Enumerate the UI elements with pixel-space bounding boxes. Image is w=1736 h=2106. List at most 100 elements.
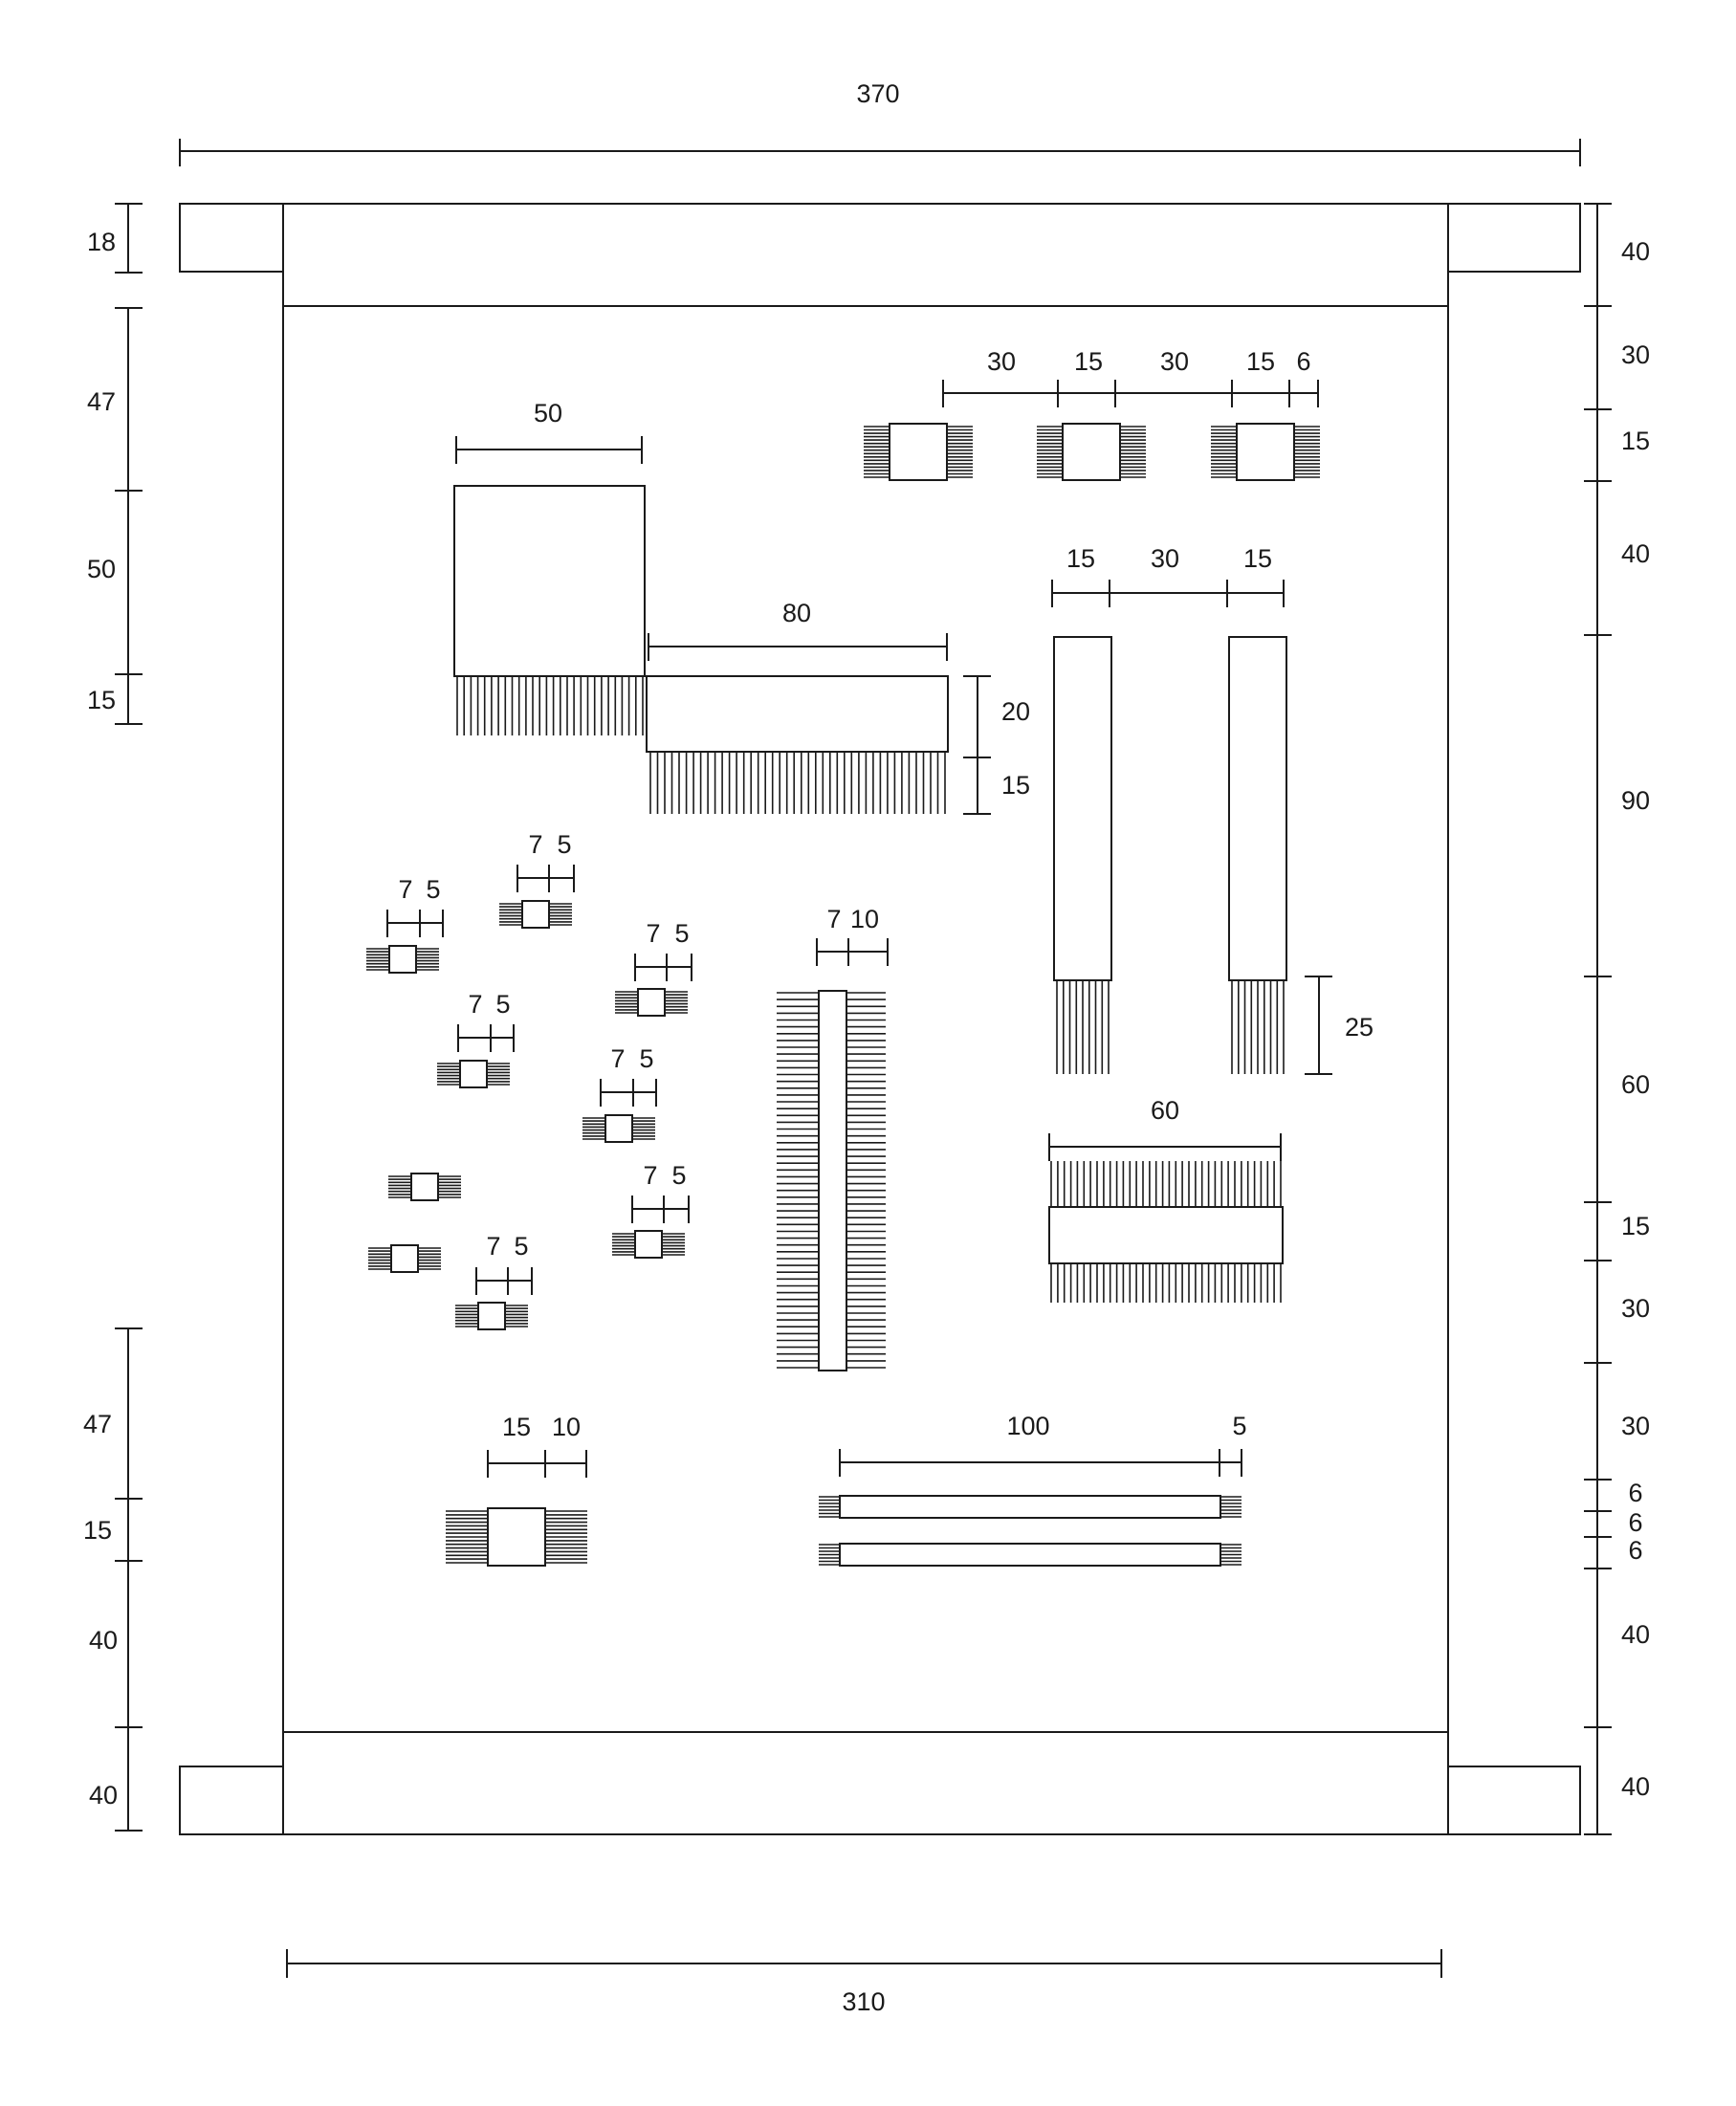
pin-strip-body — [818, 990, 847, 1371]
tab-top-right — [1447, 203, 1581, 273]
rail-upper-body — [839, 1495, 1221, 1519]
dim-connector — [1048, 1133, 1282, 1161]
label-right-1: 40 — [1621, 237, 1650, 266]
tall-chip-right-body — [1228, 636, 1287, 981]
label-right-5: 90 — [1621, 786, 1650, 815]
label-right-4: 40 — [1621, 539, 1650, 568]
label-small-1-body: 7 — [528, 830, 542, 859]
dim-small-9 — [475, 1267, 533, 1295]
dim-large-chip — [455, 436, 643, 464]
label-rail-length: 100 — [1006, 1412, 1049, 1440]
small-chip-1-body — [521, 900, 550, 929]
wide-chip-body — [646, 675, 949, 753]
dim-inner-width — [286, 1949, 1442, 1978]
dim-right-chain — [1584, 203, 1612, 1835]
label-small-5-body: 7 — [610, 1044, 625, 1073]
dim-overall-width — [179, 139, 1581, 166]
label-left-2: 50 — [87, 555, 116, 583]
top-chip-3-body — [1236, 423, 1295, 481]
tab-bottom-left — [179, 1766, 284, 1835]
large-chip-body — [453, 485, 646, 677]
small-chip-7-body — [634, 1230, 663, 1259]
label-right-2: 30 — [1621, 340, 1650, 369]
label-connector-width: 60 — [1151, 1096, 1179, 1125]
label-tall-pins: 25 — [1345, 1013, 1373, 1042]
label-inner-width: 310 — [842, 1987, 885, 2016]
label-chip-row-gap-b: 30 — [1160, 347, 1189, 376]
component-pins — [366, 426, 1320, 1566]
label-small-3-body: 7 — [646, 919, 660, 948]
label-wide-chip-pins: 15 — [1001, 771, 1030, 800]
label-small-9-body: 7 — [486, 1232, 500, 1261]
label-small-7-pin: 5 — [671, 1161, 686, 1190]
label-rail-end: 5 — [1232, 1412, 1246, 1440]
label-chip-row-gap-a: 30 — [987, 347, 1016, 376]
label-right-6: 60 — [1621, 1070, 1650, 1099]
dim-small-2 — [386, 910, 444, 937]
dim-pin-strip — [816, 938, 889, 966]
label-chip-row-pin: 6 — [1296, 347, 1310, 376]
dim-qfp — [487, 1450, 587, 1478]
label-wide-chip-width: 80 — [782, 599, 811, 627]
label-left-4: 47 — [83, 1410, 112, 1438]
dim-wide-chip-height — [963, 675, 991, 815]
label-chip-row-w-b: 15 — [1246, 347, 1275, 376]
dim-tall-pair — [1051, 580, 1285, 607]
tall-chip-left-body — [1053, 636, 1112, 981]
dim-left-upper-chain — [115, 307, 143, 725]
label-big-chip-width: 50 — [534, 399, 562, 428]
dim-left-top — [115, 203, 143, 274]
dim-small-3 — [634, 954, 692, 981]
label-overall-width: 370 — [856, 79, 899, 108]
small-chip-4-body — [459, 1060, 488, 1088]
label-right-12: 6 — [1628, 1536, 1642, 1565]
dim-wide-chip-width — [648, 633, 948, 661]
dim-rails — [839, 1449, 1242, 1477]
small-chip-6-body — [410, 1173, 439, 1201]
label-small-7-body: 7 — [643, 1161, 657, 1190]
small-chip-2-body — [388, 945, 417, 974]
board-outline — [282, 203, 1449, 1835]
label-small-4-body: 7 — [468, 990, 482, 1019]
dim-left-lower-chain — [115, 1327, 143, 1832]
label-left-1: 47 — [87, 387, 116, 416]
label-right-10: 6 — [1628, 1479, 1642, 1507]
label-qfp-pin: 10 — [552, 1413, 581, 1441]
label-small-3-pin: 5 — [674, 919, 689, 948]
label-right-3: 15 — [1621, 427, 1650, 455]
pin-lines — [366, 426, 1320, 1566]
dim-small-5 — [600, 1079, 657, 1107]
label-right-7: 15 — [1621, 1212, 1650, 1240]
label-right-13: 40 — [1621, 1620, 1650, 1649]
dim-small-1 — [516, 865, 575, 892]
dim-small-7 — [631, 1196, 690, 1223]
label-chip-row-w-a: 15 — [1074, 347, 1103, 376]
label-left-top-tab: 18 — [87, 228, 116, 256]
top-chip-2-body — [1062, 423, 1121, 481]
top-chip-1-body — [889, 423, 948, 481]
qfp-chip-body — [487, 1507, 546, 1567]
label-tall-pair-gap: 30 — [1151, 544, 1179, 573]
label-tall-pair-w1: 15 — [1066, 544, 1095, 573]
label-small-1-pin: 5 — [557, 830, 571, 859]
dim-small-4 — [457, 1024, 515, 1052]
tab-bottom-right — [1447, 1766, 1581, 1835]
label-left-6: 40 — [89, 1626, 118, 1655]
dim-chip-row — [942, 380, 1319, 407]
label-strip-body: 10 — [850, 905, 879, 933]
label-left-3: 15 — [87, 686, 116, 714]
dim-tall-pins — [1305, 976, 1332, 1075]
label-left-7: 40 — [89, 1781, 118, 1810]
small-chip-9-body — [477, 1302, 506, 1330]
label-small-2-pin: 5 — [426, 875, 440, 904]
label-small-2-body: 7 — [398, 875, 412, 904]
label-qfp-body: 15 — [502, 1413, 531, 1441]
label-small-9-pin: 5 — [514, 1232, 528, 1261]
label-wide-chip-height: 20 — [1001, 697, 1030, 726]
connector-body — [1048, 1206, 1284, 1264]
tab-top-left — [179, 203, 284, 273]
label-right-9: 30 — [1621, 1412, 1650, 1440]
label-left-5: 15 — [83, 1516, 112, 1545]
small-chip-5-body — [604, 1114, 633, 1143]
label-small-4-pin: 5 — [495, 990, 510, 1019]
